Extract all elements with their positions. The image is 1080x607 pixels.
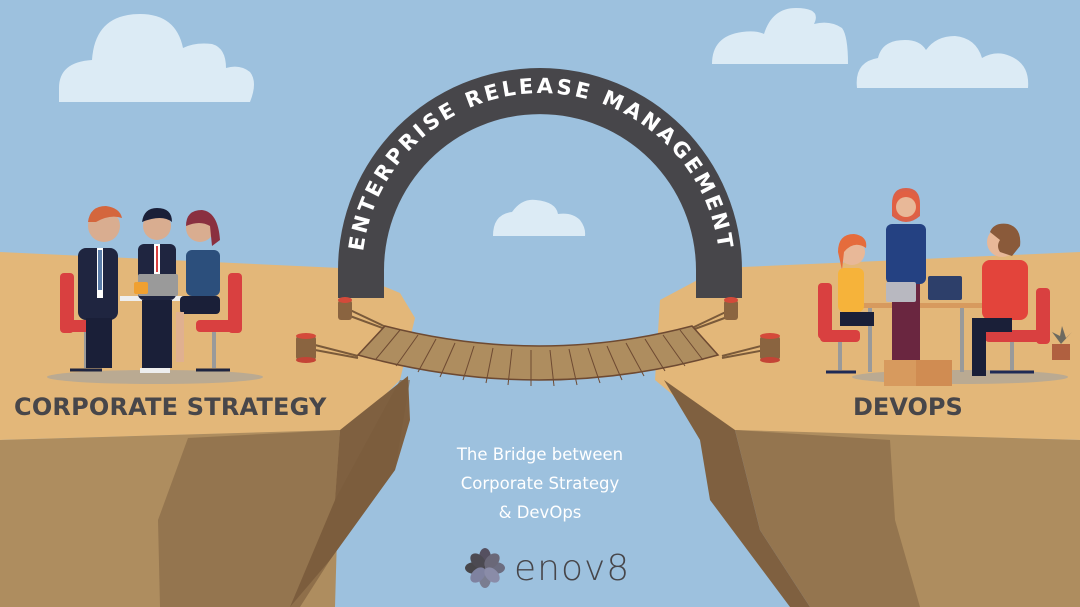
- cloud-icon: [493, 199, 586, 236]
- corporate-strategy-label: CORPORATE STRATEGY: [14, 393, 327, 421]
- cloud-icon: [712, 8, 848, 64]
- logo-text: enov8: [514, 548, 631, 589]
- devops-team-illustration: [818, 188, 1072, 386]
- rope-bridge: [356, 325, 720, 387]
- devops-label: DEVOPS: [853, 393, 963, 421]
- bridge-posts-left: [296, 297, 389, 363]
- tagline-line: The Bridge between: [456, 445, 624, 464]
- cloud-icon: [59, 14, 254, 102]
- flower-logo-icon: [465, 548, 505, 588]
- cloud-icon: [856, 36, 1029, 88]
- enov8-logo: enov8: [508, 549, 630, 589]
- tagline-line: Corporate Strategy: [460, 474, 620, 493]
- tagline-line: & DevOps: [498, 503, 582, 522]
- bridge-posts-right: [691, 297, 780, 363]
- tagline: The Bridge between Corporate Strategy & …: [420, 440, 660, 527]
- right-cliff: [655, 252, 1080, 607]
- corporate-team-illustration: [47, 206, 263, 384]
